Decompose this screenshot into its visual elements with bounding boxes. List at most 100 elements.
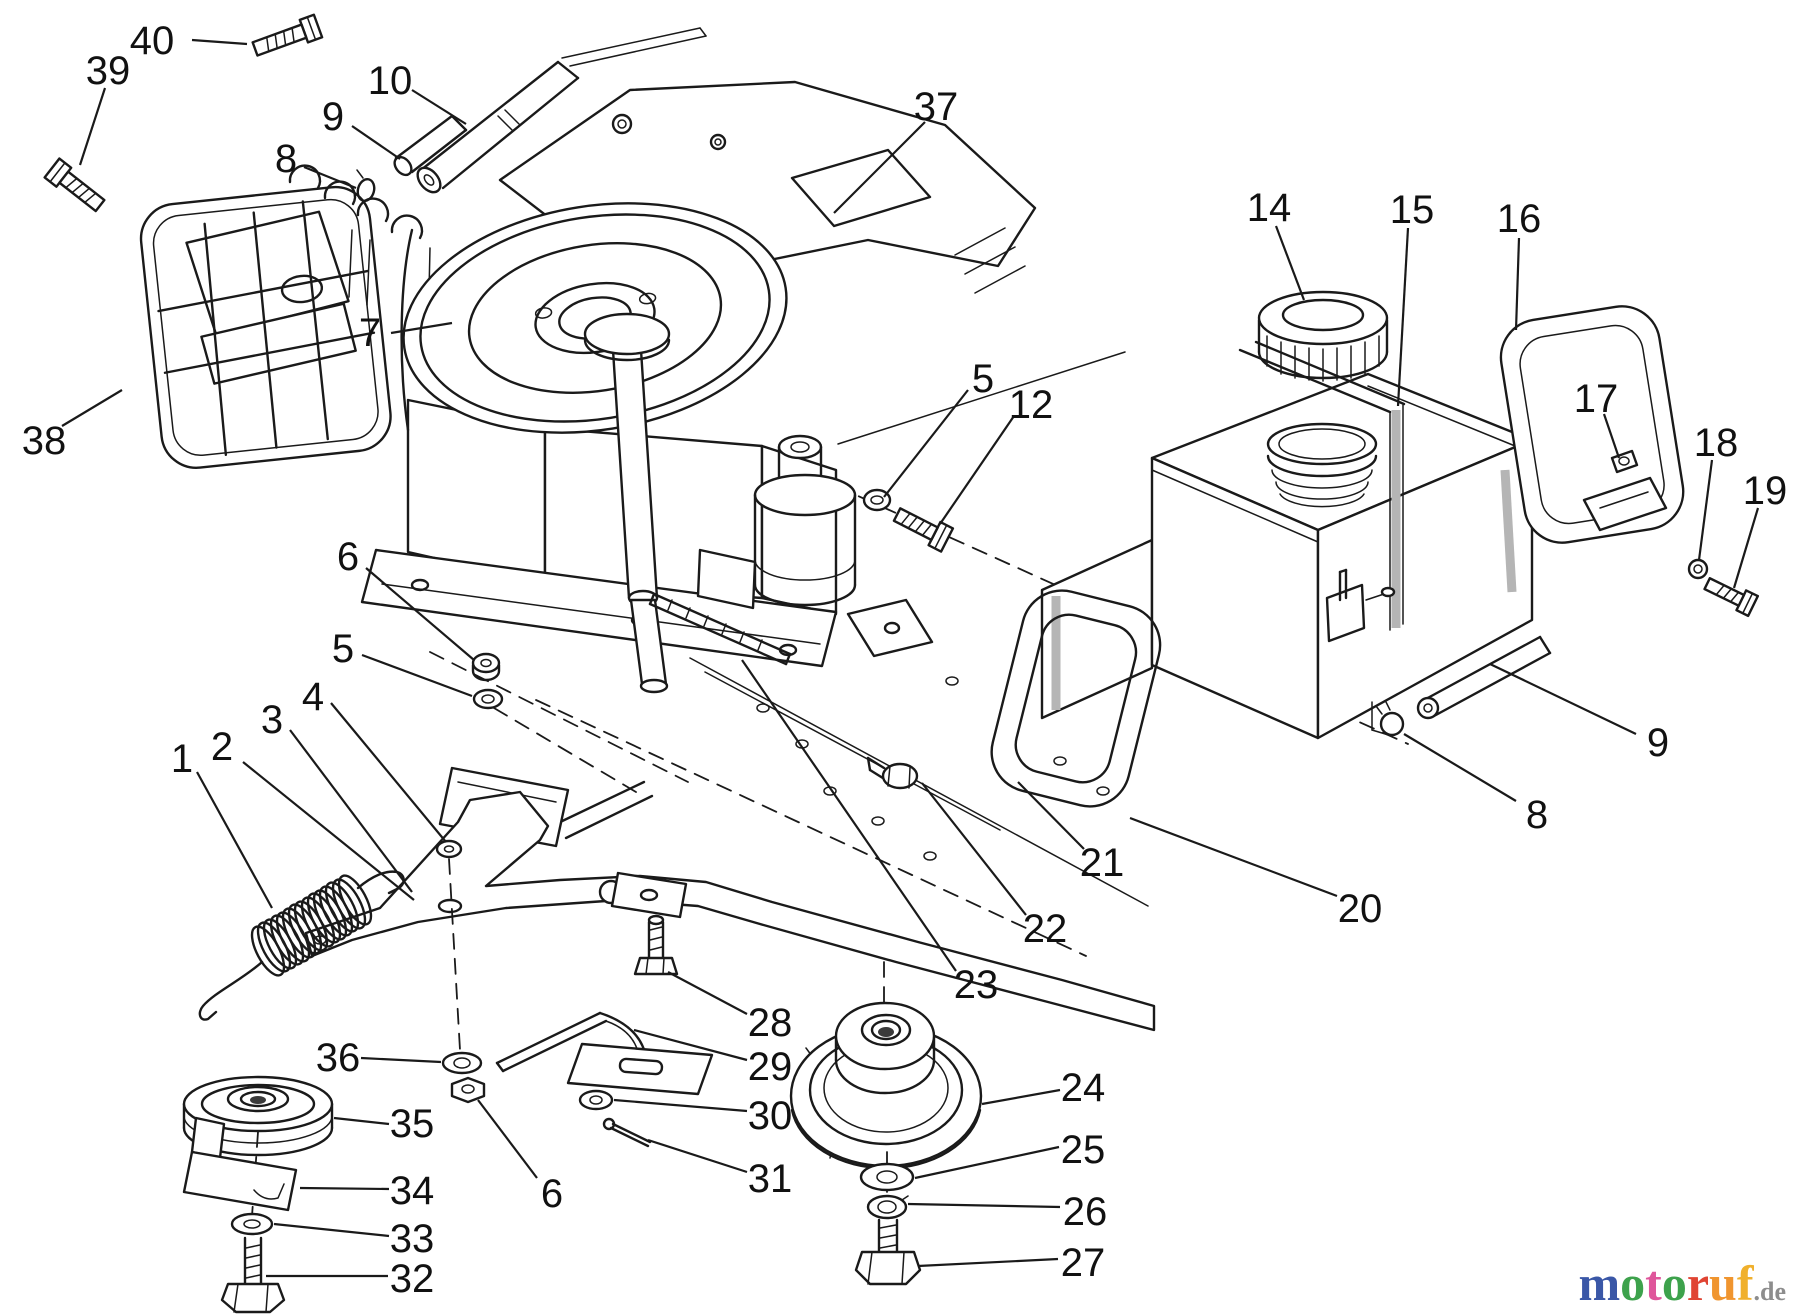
washer-5-upper xyxy=(472,688,504,710)
bolt-40 xyxy=(251,13,324,57)
callout-leader-22 xyxy=(921,782,1027,916)
callout-leader-9 xyxy=(1489,663,1637,735)
callout-37: 37 xyxy=(914,85,959,129)
washer-18 xyxy=(1687,558,1709,580)
callout-20: 20 xyxy=(1338,887,1383,931)
callout-leader-23 xyxy=(741,659,957,972)
callout-6: 6 xyxy=(337,535,359,579)
cotter-pin-31 xyxy=(602,1117,652,1148)
watermark-motoruf-logo: motoruf.de xyxy=(1579,1255,1786,1311)
callout-leader-14 xyxy=(1274,225,1306,301)
callout-leader-7 xyxy=(390,321,453,335)
callout-leader-39 xyxy=(78,87,107,166)
bolt-39 xyxy=(43,157,106,213)
callout-2: 2 xyxy=(211,725,233,769)
callout-39: 39 xyxy=(86,49,131,93)
engine-base-flange xyxy=(360,548,838,668)
extension-spring xyxy=(198,870,405,1021)
callout-29: 29 xyxy=(748,1045,793,1089)
callout-leader-2 xyxy=(242,761,415,901)
fuel-cap xyxy=(1257,290,1389,382)
fuel-line-tube-short xyxy=(393,114,468,177)
starter-motor xyxy=(696,434,857,610)
callout-22: 22 xyxy=(1023,907,1068,951)
callout-leader-8 xyxy=(1403,733,1517,802)
callout-16: 16 xyxy=(1497,197,1542,241)
callout-leader-17 xyxy=(1602,413,1621,459)
fuel-line xyxy=(1416,635,1552,720)
callout-19: 19 xyxy=(1743,469,1788,513)
idler-pulley-stack xyxy=(182,1051,486,1314)
callout-leader-33 xyxy=(273,1222,390,1238)
callout-leader-20 xyxy=(1129,816,1338,898)
callout-leader-27 xyxy=(917,1257,1059,1268)
callout-leader-26 xyxy=(907,1202,1061,1209)
pivot-axis-dashed xyxy=(448,858,461,1051)
callout-leader-6 xyxy=(365,567,475,661)
bolt-28 xyxy=(633,914,679,976)
callout-leader-35 xyxy=(333,1116,390,1126)
callout-leader-8 xyxy=(303,165,357,190)
callout-leader-3 xyxy=(289,729,413,893)
flywheel xyxy=(402,202,788,434)
callout-leader-40 xyxy=(191,38,248,46)
muffler-guard xyxy=(139,185,392,469)
callout-leader-28 xyxy=(667,971,748,1015)
engine-label-recess xyxy=(790,148,932,228)
callout-34: 34 xyxy=(390,1169,435,1213)
engine-pulley-stack xyxy=(789,961,983,1286)
callout-leader-19 xyxy=(1732,507,1760,589)
fuel-line-clamp xyxy=(1371,701,1405,737)
callout-6: 6 xyxy=(541,1172,563,1216)
callout-leader-36 xyxy=(360,1056,442,1064)
callout-31: 31 xyxy=(748,1157,793,1201)
nut-6-lower xyxy=(450,1076,486,1104)
nut-6-upper xyxy=(471,652,501,682)
callout-38: 38 xyxy=(22,419,67,463)
idler-pulley-35 xyxy=(182,1075,334,1157)
callout-leader-16 xyxy=(1514,237,1521,331)
callout-26: 26 xyxy=(1063,1190,1108,1234)
callout-35: 35 xyxy=(390,1102,435,1146)
callout-1: 1 xyxy=(171,737,193,781)
callout-5: 5 xyxy=(972,357,994,401)
oil-dipstick xyxy=(583,312,671,694)
callout-leader-9 xyxy=(351,125,401,160)
lock-washer-starter xyxy=(862,488,892,512)
callout-leader-6 xyxy=(477,1099,538,1179)
bolt-19 xyxy=(1703,577,1760,618)
filler-neck xyxy=(1266,422,1378,508)
callout-25: 25 xyxy=(1061,1128,1106,1172)
callout-15: 15 xyxy=(1390,188,1435,232)
callout-18: 18 xyxy=(1694,421,1739,465)
washer-36 xyxy=(441,1051,483,1075)
callout-9: 9 xyxy=(322,95,344,139)
fuel-tank xyxy=(1040,290,1552,740)
callout-leader-18 xyxy=(1697,459,1714,561)
callout-23: 23 xyxy=(954,963,999,1007)
callout-leader-15 xyxy=(1396,227,1410,407)
callout-32: 32 xyxy=(390,1257,435,1301)
callout-9: 9 xyxy=(1647,721,1669,765)
callout-5: 5 xyxy=(332,627,354,671)
bracket-34 xyxy=(182,1116,298,1212)
callout-leader-25 xyxy=(914,1145,1060,1180)
engine xyxy=(360,80,1037,694)
slotted-bracket xyxy=(566,1042,714,1096)
callout-33: 33 xyxy=(390,1217,435,1261)
callout-leader-31 xyxy=(647,1138,748,1174)
callout-leader-29 xyxy=(633,1028,748,1062)
bolt-12 xyxy=(892,507,955,553)
assembly-axis-dashed xyxy=(493,707,637,793)
oil-fill-tube xyxy=(416,27,707,194)
callout-leader-10 xyxy=(411,89,467,125)
stud-23 xyxy=(648,592,792,666)
callout-8: 8 xyxy=(275,137,297,181)
bolt-27 xyxy=(854,1218,922,1286)
callout-leader-5 xyxy=(883,389,969,498)
callout-4: 4 xyxy=(302,675,324,719)
callout-3: 3 xyxy=(261,698,283,742)
